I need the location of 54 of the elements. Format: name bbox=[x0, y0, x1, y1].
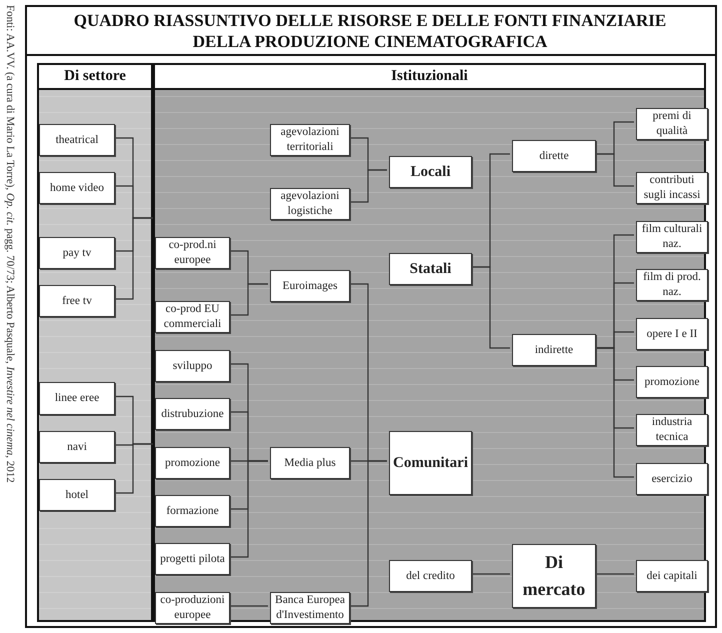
category-box: Banca Europea d'Investimento bbox=[270, 592, 350, 624]
connector-line bbox=[228, 460, 268, 558]
connector-line bbox=[470, 266, 510, 349]
connector-line bbox=[348, 460, 387, 607]
category-box: indirette bbox=[512, 334, 596, 366]
connector-line bbox=[228, 605, 268, 607]
connector-line bbox=[470, 573, 510, 575]
title: QUADRO RIASSUNTIVO DELLE RISORSE E DELLE FONTI FINANZIARIE DELLA PRODUZIONE CINEMATOGRAFICA bbox=[72, 10, 668, 52]
category-box: navi bbox=[39, 431, 115, 463]
category-box: dei capitali bbox=[636, 560, 708, 592]
category-box: agevolazioni territoriali bbox=[270, 124, 350, 156]
connector-line bbox=[348, 169, 387, 203]
category-box: free tv bbox=[39, 285, 115, 317]
column-header: Di settore bbox=[39, 65, 151, 90]
category-box: premi di qualità bbox=[636, 108, 708, 140]
category-box: promozione bbox=[636, 366, 708, 398]
column-panel bbox=[37, 63, 153, 622]
connector-line bbox=[594, 347, 634, 478]
category-box: co-produzioni europee bbox=[155, 592, 230, 624]
category-box: Media plus bbox=[270, 447, 350, 479]
category-box: contributi sugli incassi bbox=[636, 172, 708, 204]
category-box: opere I e II bbox=[636, 318, 708, 350]
category-box: distrubuzione bbox=[155, 398, 230, 430]
category-box: formazione bbox=[155, 495, 230, 527]
category-box: sviluppo bbox=[155, 350, 230, 382]
category-box: film culturali naz. bbox=[636, 221, 708, 253]
category-box: Comunitari bbox=[389, 431, 472, 495]
connector-line bbox=[228, 283, 268, 316]
category-box: progetti pilota bbox=[155, 543, 230, 575]
category-box: hotel bbox=[39, 479, 115, 511]
category-box: del credito bbox=[389, 560, 472, 592]
category-box: co-prod EU commerciali bbox=[155, 301, 230, 333]
category-box: Statali bbox=[389, 253, 472, 285]
category-box: dirette bbox=[512, 140, 596, 172]
source-note: Fonti: AA.VV. (a cura di Mario La Torre), Op. cit. pagg. 70/73; Alberto Pasquale, Investire nel cinema, 2012 bbox=[3, 5, 17, 485]
category-box: home video bbox=[39, 172, 115, 204]
category-box: pay tv bbox=[39, 237, 115, 269]
connector-line bbox=[113, 443, 153, 494]
column-panel bbox=[153, 63, 706, 622]
connector-line bbox=[594, 153, 634, 187]
category-box: Di mercato bbox=[512, 544, 596, 608]
category-box: co-prod.ni europee bbox=[155, 237, 230, 269]
connector-line bbox=[113, 217, 153, 300]
category-box: theatrical bbox=[39, 124, 115, 156]
category-box: film di prod. naz. bbox=[636, 269, 708, 301]
category-box: agevolazioni logistiche bbox=[270, 188, 350, 220]
category-box: promozione bbox=[155, 447, 230, 479]
column-header: Istituzionali bbox=[155, 65, 704, 90]
category-box: Euroimages bbox=[270, 270, 350, 302]
category-box: Locali bbox=[389, 156, 472, 188]
category-box: industria tecnica bbox=[636, 414, 708, 446]
connector-line bbox=[594, 573, 634, 575]
category-box: linee eree bbox=[39, 382, 115, 415]
category-box: esercizio bbox=[636, 463, 708, 495]
